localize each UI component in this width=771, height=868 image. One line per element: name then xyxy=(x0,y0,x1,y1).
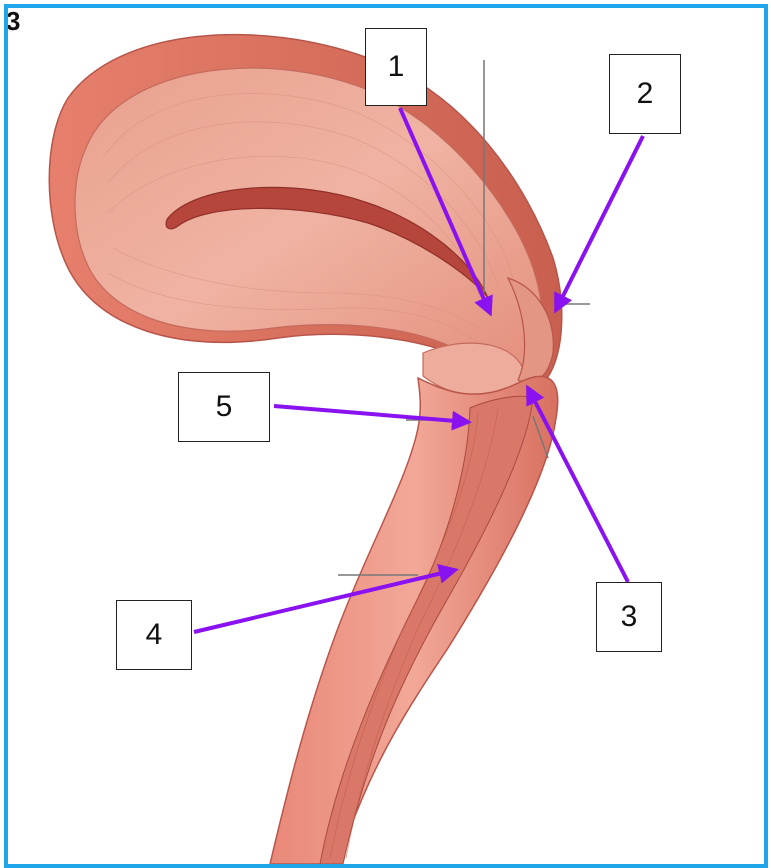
anatomy-illustration xyxy=(8,8,764,864)
label-box-2: 2 xyxy=(609,54,681,134)
arrow-2 xyxy=(556,136,643,310)
label-box-5: 5 xyxy=(178,372,270,442)
diagram-frame: 3 xyxy=(4,4,768,868)
label-box-1: 1 xyxy=(365,28,427,106)
arrow-3 xyxy=(528,388,628,582)
label-box-3: 3 xyxy=(596,582,662,652)
label-box-4: 4 xyxy=(116,600,192,670)
